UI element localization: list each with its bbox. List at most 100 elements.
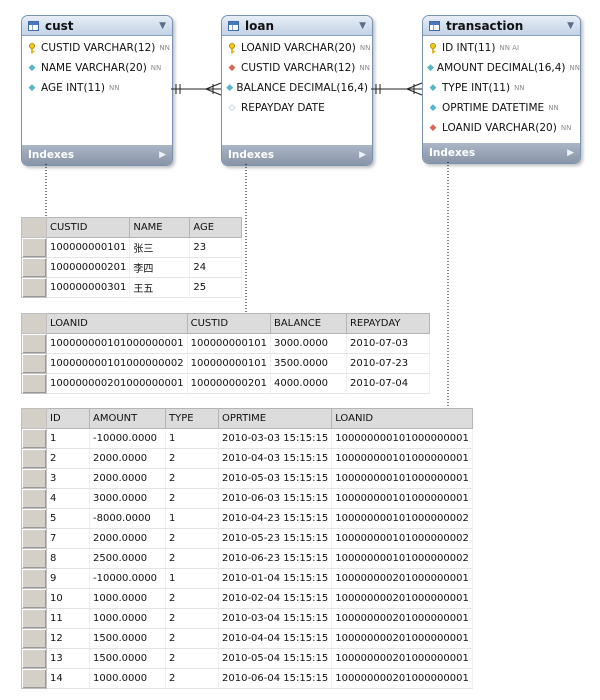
collapse-triangle-icon[interactable]: ▼ xyxy=(359,20,366,31)
row-selector[interactable] xyxy=(21,628,47,649)
grid-cell[interactable]: 2010-02-04 15:15:15 xyxy=(218,588,333,609)
row-selector[interactable] xyxy=(21,608,47,629)
expand-triangle-icon[interactable]: ▶ xyxy=(359,150,366,160)
row-selector[interactable] xyxy=(21,468,47,489)
entity-column-row[interactable]: ◇REPAYDAY DATE xyxy=(222,98,372,118)
grid-cell[interactable]: 9 xyxy=(46,568,90,589)
grid-cell[interactable]: 2 xyxy=(165,468,219,489)
grid-cell[interactable]: 2 xyxy=(165,448,219,469)
grid-cell[interactable]: 2010-04-04 15:15:15 xyxy=(218,628,333,649)
grid-cell[interactable]: 10 xyxy=(46,588,90,609)
row-selector-header[interactable] xyxy=(21,217,47,238)
grid-cell[interactable]: 1 xyxy=(46,428,90,449)
grid-cell[interactable]: 14 xyxy=(46,668,90,689)
grid-cell[interactable]: 2 xyxy=(165,628,219,649)
grid-cell[interactable]: 12 xyxy=(46,628,90,649)
entity-column-row[interactable]: ◆CUSTID VARCHAR(12)NN xyxy=(222,58,372,78)
grid-cell[interactable]: 2010-03-04 15:15:15 xyxy=(218,608,333,629)
grid-cell[interactable]: 2 xyxy=(165,648,219,669)
collapse-triangle-icon[interactable]: ▼ xyxy=(159,20,166,31)
grid-cell[interactable]: 3000.0000 xyxy=(270,333,347,354)
entity-column-row[interactable]: ID INT(11)NN AI xyxy=(423,38,580,58)
column-header[interactable]: CUSTID xyxy=(186,313,271,334)
grid-cell[interactable]: 1 xyxy=(165,568,219,589)
grid-cell[interactable]: 100000000101000000002 xyxy=(331,548,473,569)
row-selector[interactable] xyxy=(21,277,47,298)
grid-cell[interactable]: 1000.0000 xyxy=(89,588,166,609)
grid-cell[interactable]: 11 xyxy=(46,608,90,629)
grid-cell[interactable]: 100000000201000000001 xyxy=(331,628,473,649)
grid-cell[interactable]: 100000000201000000001 xyxy=(331,668,473,689)
grid-cell[interactable]: 13 xyxy=(46,648,90,669)
row-selector[interactable] xyxy=(21,588,47,609)
grid-cell[interactable]: 2010-04-23 15:15:15 xyxy=(218,508,333,529)
grid-cell[interactable]: 25 xyxy=(189,277,243,298)
column-header[interactable]: LOANID xyxy=(46,313,188,334)
grid-cell[interactable]: 100000000101000000002 xyxy=(331,528,473,549)
grid-cell[interactable]: 100000000201000000001 xyxy=(331,588,473,609)
entity-loan[interactable]: loan▼LOANID VARCHAR(20)NN◆CUSTID VARCHAR… xyxy=(221,15,373,166)
grid-cell[interactable]: 2010-05-04 15:15:15 xyxy=(218,648,333,669)
row-selector[interactable] xyxy=(21,448,47,469)
row-selector[interactable] xyxy=(21,373,47,394)
row-selector[interactable] xyxy=(21,428,47,449)
row-selector[interactable] xyxy=(21,488,47,509)
grid-cell[interactable]: 100000000101 xyxy=(46,237,131,258)
row-selector[interactable] xyxy=(21,257,47,278)
grid-cell[interactable]: -10000.0000 xyxy=(89,428,166,449)
expand-triangle-icon[interactable]: ▶ xyxy=(159,150,166,160)
column-header[interactable]: NAME xyxy=(129,217,191,238)
grid-cell[interactable]: 李四 xyxy=(129,257,191,278)
grid-cell[interactable]: 2000.0000 xyxy=(89,448,166,469)
grid-cell[interactable]: 100000000101000000001 xyxy=(331,448,473,469)
indexes-section[interactable]: Indexes▶ xyxy=(222,145,372,165)
row-selector[interactable] xyxy=(21,568,47,589)
column-header[interactable]: BALANCE xyxy=(269,313,347,334)
row-selector-header[interactable] xyxy=(21,313,47,334)
row-selector[interactable] xyxy=(21,333,47,354)
column-header[interactable]: CUSTID xyxy=(45,217,131,238)
grid-cell[interactable]: 7 xyxy=(46,528,90,549)
grid-cell[interactable]: 100000000101000000001 xyxy=(46,333,188,354)
grid-cell[interactable]: 100000000101000000001 xyxy=(331,468,473,489)
grid-cell[interactable]: -10000.0000 xyxy=(89,568,166,589)
grid-cell[interactable]: -8000.0000 xyxy=(89,508,166,529)
grid-cell[interactable]: 1000.0000 xyxy=(89,668,166,689)
row-selector[interactable] xyxy=(21,648,47,669)
grid-cell[interactable]: 100000000101000000002 xyxy=(46,353,188,374)
entity-transaction[interactable]: transaction▼ID INT(11)NN AI◆AMOUNT DECIM… xyxy=(422,15,581,164)
entity-column-row[interactable]: ◆TYPE INT(11)NN xyxy=(423,78,580,98)
row-selector[interactable] xyxy=(21,353,47,374)
grid-cell[interactable]: 2010-07-04 xyxy=(346,373,430,394)
column-header[interactable]: LOANID xyxy=(331,408,473,429)
column-header[interactable]: AGE xyxy=(189,217,243,238)
entity-header[interactable]: loan▼ xyxy=(222,16,372,36)
grid-cell[interactable]: 100000000101 xyxy=(187,353,271,374)
grid-cell[interactable]: 1 xyxy=(165,428,219,449)
grid-cell[interactable]: 2000.0000 xyxy=(89,528,166,549)
grid-cell[interactable]: 100000000101000000001 xyxy=(331,428,473,449)
column-header[interactable]: REPAYDAY xyxy=(345,313,430,334)
entity-header[interactable]: cust▼ xyxy=(22,16,172,36)
grid-cell[interactable]: 100000000201000000001 xyxy=(331,568,473,589)
grid-cell[interactable]: 2010-04-03 15:15:15 xyxy=(218,448,333,469)
entity-column-row[interactable]: ◆LOANID VARCHAR(20)NN xyxy=(423,118,580,138)
column-header[interactable]: ID xyxy=(46,408,90,429)
